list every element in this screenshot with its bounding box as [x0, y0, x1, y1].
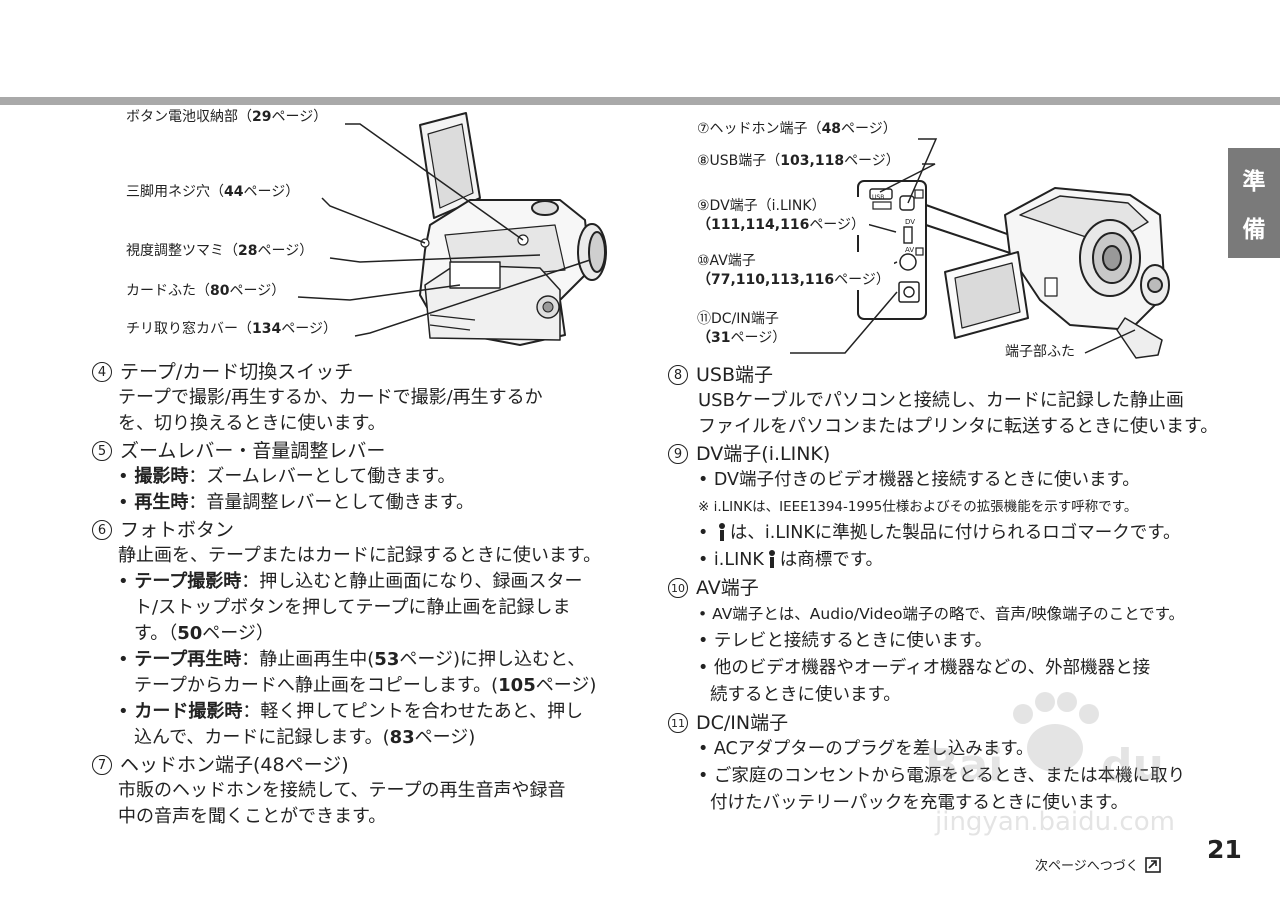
section-heading: 9 DV端子(i.LINK) — [668, 442, 1218, 466]
callout-diopter: 視度調整ツマミ（28ページ） — [126, 242, 318, 261]
section-title: DC/IN端子 — [696, 712, 789, 734]
section-title: ヘッドホン端子(48ページ) — [120, 754, 349, 776]
bullet-cont: 付けたバッテリーパックを充電するときに使います。 — [710, 793, 1129, 813]
ilink-logo-icon — [717, 523, 727, 541]
callout-dv: ⑨DV端子（i.LINK） （111,114,116ページ） — [697, 197, 870, 235]
body-line: テープで撮影/再生するか、カードで撮影/再生するか — [118, 387, 543, 408]
section-title: ズームレバー・音量調整レバー — [120, 440, 386, 462]
body-line: USBケーブルでパソコンと接続し、カードに記録した静止画 — [698, 390, 1184, 411]
arrow-turn-icon — [1144, 856, 1161, 873]
body-line: を、切り換えるときに使います。 — [118, 413, 386, 434]
section-heading: 8 USB端子 — [668, 363, 1218, 387]
bullet-line: • 他のビデオ機器やオーディオ機器などの、外部機器と接 — [698, 658, 1151, 678]
bullet-cont: 込んで、カードに記録します。(83ページ) — [134, 727, 476, 748]
body-line: 中の音声を聞くことができます。 — [118, 806, 387, 827]
usb-panel-label: USB — [872, 194, 884, 201]
callout-tripod-hole: 三脚用ネジ穴（44ページ） — [126, 183, 304, 202]
callout-card-cover: カードふた（80ページ） — [126, 282, 290, 301]
circled-number: 11 — [668, 713, 688, 733]
circled-number: 4 — [92, 362, 112, 382]
chapter-tab: 準 備 — [1228, 148, 1280, 258]
bullet-line: • テレビと接続するときに使います。 — [698, 631, 993, 651]
bullet-line: • DV端子付きのビデオ機器と接続するときに使います。 — [698, 470, 1140, 490]
bullet-cont: す。（50ページ） — [134, 623, 274, 644]
right-column: 8 USB端子 USBケーブルでパソコンと接続し、カードに記録した静止画 ファイ… — [668, 363, 1218, 817]
bullet-line: • AV端子とは、Audio/Video端子の略で、音声/映像端子のことです。 — [698, 605, 1185, 623]
circled-number: 5 — [92, 441, 112, 461]
next-page-label: 次ページへつづく — [1035, 859, 1139, 874]
bullet-line: • は、i.LINKに準拠した製品に付けられるロゴマークです。 — [698, 523, 1181, 543]
bullet-cont: ト/ストップボタンを押してテープに静止画を記録しま — [134, 597, 571, 618]
circled-number: 10 — [668, 578, 688, 598]
right-camera-illustration — [944, 187, 1170, 359]
callout-dcin: ⑪DC/IN端子 （31ページ） — [697, 310, 791, 348]
bullet-line: • カード撮影時：軽く押してピントを合わせたあと、押し — [118, 701, 584, 722]
callout-button-battery: ボタン電池収納部（29ページ） — [126, 108, 332, 127]
page-number: 21 — [1207, 835, 1242, 864]
left-column: 4 テープ/カード切換スイッチ テープで撮影/再生するか、カードで撮影/再生する… — [92, 360, 601, 830]
dv-panel-label: DV — [905, 218, 915, 226]
callout-av: ⑩AV端子 （77,110,113,116ページ） — [697, 252, 894, 290]
section-title: AV端子 — [696, 577, 759, 599]
bullet-line: • ご家庭のコンセントから電源をとるとき、または本機に取り — [698, 766, 1186, 786]
section-heading: 5 ズームレバー・音量調整レバー — [92, 439, 601, 463]
section-heading: 6 フォトボタン — [92, 518, 601, 542]
av-panel-label: AV — [905, 246, 914, 254]
next-page-indicator: 次ページへつづく — [1035, 855, 1161, 874]
bullet-line: • テープ撮影時：押し込むと静止画面になり、録画スター — [118, 571, 583, 592]
left-camera-illustration — [419, 112, 607, 346]
section-heading: 11 DC/IN端子 — [668, 711, 1218, 735]
section-title: USB端子 — [696, 364, 774, 386]
note-line: ※ i.LINKは、IEEE1394-1995仕様およびその拡張機能を示す呼称で… — [698, 499, 1138, 515]
section-heading: 10 AV端子 — [668, 576, 1218, 600]
section-title: テープ/カード切換スイッチ — [120, 361, 354, 383]
circled-number: 6 — [92, 520, 112, 540]
chapter-tab-char: 備 — [1242, 217, 1266, 243]
ilink-logo-icon — [767, 550, 777, 568]
section-heading: 7 ヘッドホン端子(48ページ) — [92, 753, 601, 777]
section-title: フォトボタン — [120, 519, 235, 541]
section-heading: 4 テープ/カード切換スイッチ — [92, 360, 601, 384]
callout-usb: ⑧USB端子（103,118ページ） — [697, 152, 904, 171]
header-bar — [0, 97, 1280, 105]
circled-number: 8 — [668, 365, 688, 385]
circled-number: 7 — [92, 755, 112, 775]
body-line: 静止画を、テープまたはカードに記録するときに使います。 — [118, 545, 602, 566]
right-leader-lines — [790, 138, 1136, 354]
zoom-wedge — [925, 204, 1086, 279]
bullet-cont: 続するときに使います。 — [710, 685, 901, 705]
left-leader-lines — [297, 123, 591, 337]
callout-dust-cover: チリ取り窓カバー（134ページ） — [126, 320, 341, 339]
bullet-cont: テープからカードへ静止画をコピーします。(105ページ) — [134, 675, 597, 696]
bullet-line: • 再生時：音量調整レバーとして働きます。 — [118, 492, 475, 513]
section-title: DV端子(i.LINK) — [696, 443, 831, 465]
bullet-line: • ACアダプターのプラグを差し込みます。 — [698, 739, 1034, 759]
callout-terminal-cover: 端子部ふた — [1005, 343, 1079, 362]
bullet-line: • テープ再生時：静止画再生中(53ページ)に押し込むと、 — [118, 649, 586, 670]
bullet-line: • 撮影時：ズームレバーとして働きます。 — [118, 466, 456, 487]
callout-headphone: ⑦ヘッドホン端子（48ページ） — [697, 120, 901, 139]
body-line: 市販のヘッドホンを接続して、テープの再生音声や録音 — [118, 780, 566, 801]
circled-number: 9 — [668, 444, 688, 464]
chapter-tab-char: 準 — [1242, 169, 1266, 195]
body-line: ファイルをパソコンまたはプリンタに転送するときに使います。 — [698, 416, 1219, 437]
